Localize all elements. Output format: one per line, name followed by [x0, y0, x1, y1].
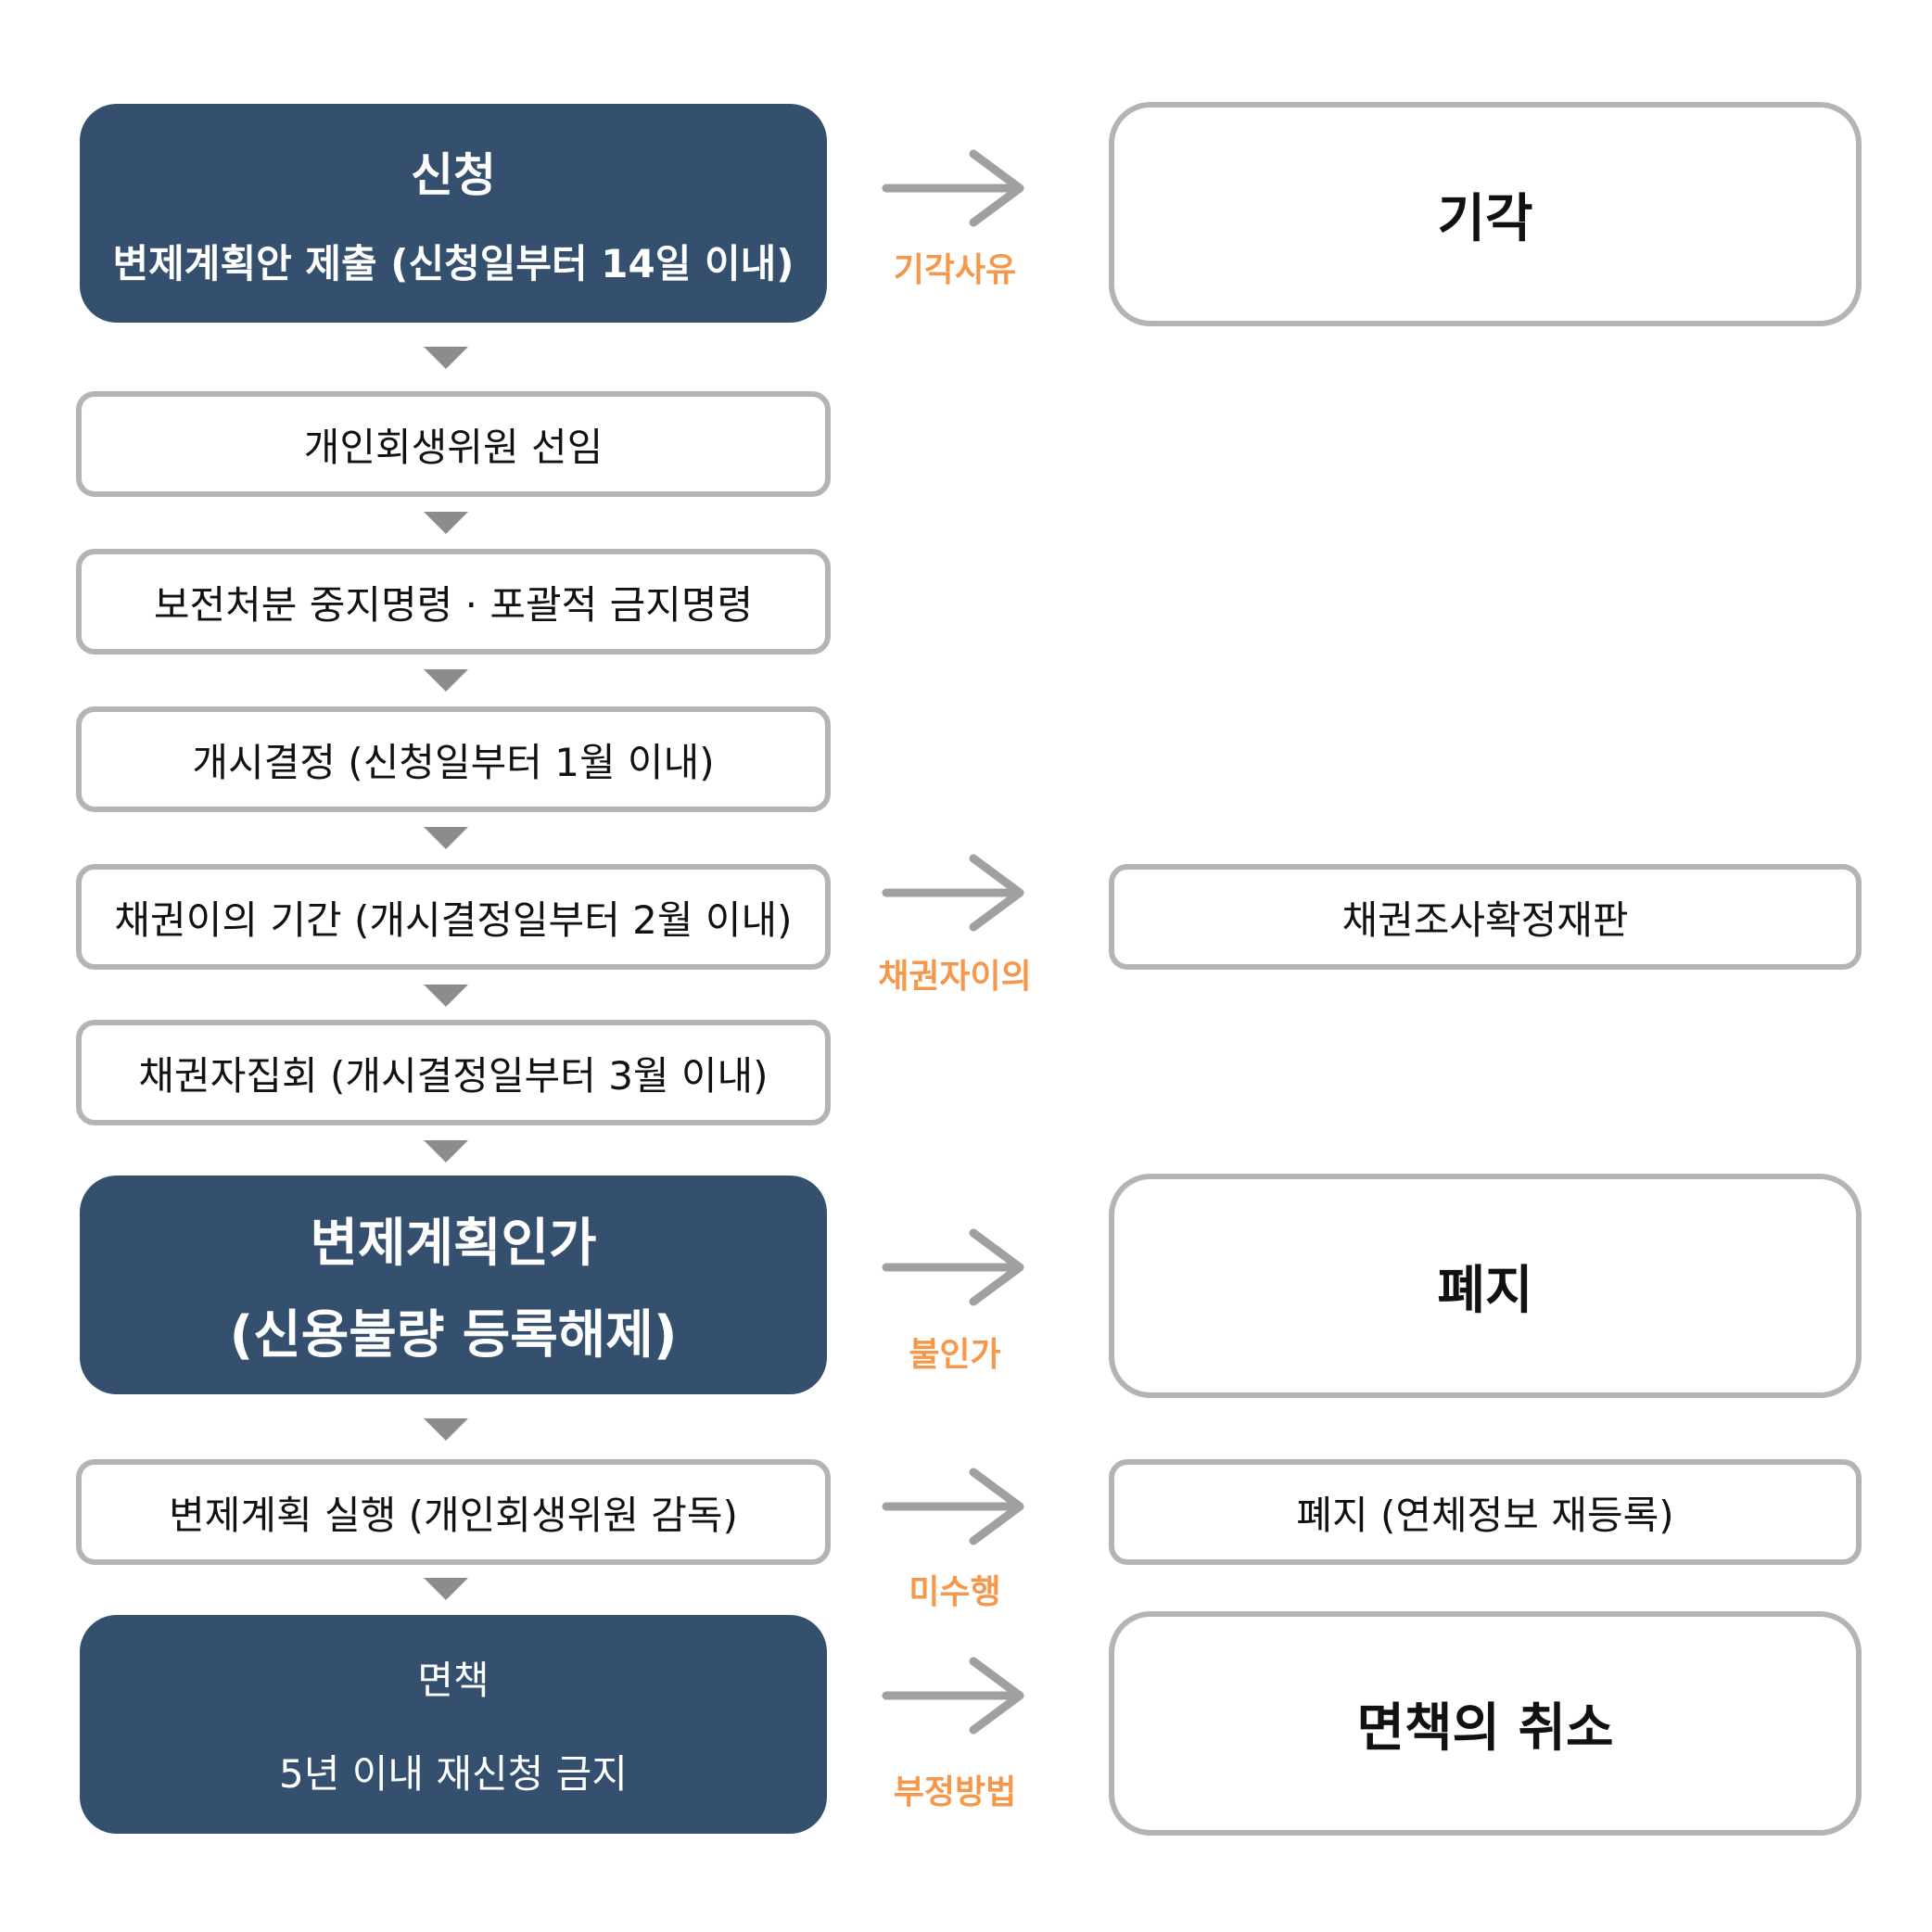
execute-text: 변제계획 실행 (개인회생위원 감독) — [169, 1492, 738, 1538]
apply-title: 신청 — [411, 147, 496, 202]
apply-subtitle: 변제계획안 제출 (신청일부터 14일 이내) — [112, 240, 794, 286]
dismissal-text: 기각 — [1437, 188, 1533, 249]
trustee-box: 개인회생위원 선임 — [76, 391, 831, 497]
discharge-cancel-text: 면책의 취소 — [1356, 1697, 1614, 1759]
commence-box: 개시결정 (신청일부터 1월 이내) — [76, 706, 831, 812]
right-arrow-icon — [882, 1228, 1024, 1306]
abolition-box: 폐지 — [1109, 1174, 1862, 1398]
discharge-box: 면책 5년 이내 재신청 금지 — [80, 1615, 827, 1834]
right-arrow-icon — [882, 149, 1024, 227]
approval-line1: 변제계획인가 — [310, 1214, 597, 1274]
execute-box: 변제계획 실행 (개인회생위원 감독) — [76, 1459, 831, 1565]
right-arrow-icon — [882, 1657, 1024, 1735]
label-not-performed: 미수행 — [909, 1573, 1001, 1611]
down-arrow-icon — [424, 347, 468, 369]
discharge-subtitle: 5년 이내 재신청 금지 — [279, 1751, 628, 1797]
down-arrow-icon — [424, 827, 468, 849]
orders-box: 보전처분 중지명령 · 포괄적 금지명령 — [76, 549, 831, 655]
apply-box: 신청 변제계획안 제출 (신청일부터 14일 이내) — [80, 104, 827, 323]
approval-box: 변제계획인가 (신용불량 등록해제) — [80, 1176, 827, 1394]
discharge-title: 면책 — [417, 1658, 489, 1703]
label-creditor-objection: 채권자이의 — [878, 958, 1032, 996]
down-arrow-icon — [424, 669, 468, 692]
down-arrow-icon — [424, 512, 468, 534]
claim-trial-box: 채권조사확정재판 — [1109, 864, 1862, 970]
trustee-text: 개인회생위원 선임 — [303, 424, 604, 470]
claim-trial-text: 채권조사확정재판 — [1341, 896, 1629, 943]
right-arrow-icon — [882, 1468, 1024, 1545]
abolition-text: 폐지 — [1437, 1260, 1533, 1321]
label-dismissal-reason: 기각사유 — [893, 251, 1017, 289]
discharge-cancel-box: 면책의 취소 — [1109, 1611, 1862, 1836]
right-arrow-icon — [882, 854, 1024, 932]
objection-period-box: 채권이의 기간 (개시결정일부터 2월 이내) — [76, 864, 831, 970]
abolition-reregister-text: 폐지 (연체정보 재등록) — [1296, 1492, 1674, 1538]
down-arrow-icon — [424, 985, 468, 1007]
down-arrow-icon — [424, 1418, 468, 1441]
dismissal-box: 기각 — [1109, 102, 1862, 326]
objection-period-text: 채권이의 기간 (개시결정일부터 2월 이내) — [114, 896, 793, 943]
creditor-meeting-text: 채권자집회 (개시결정일부터 3월 이내) — [138, 1052, 769, 1099]
down-arrow-icon — [424, 1140, 468, 1163]
down-arrow-icon — [424, 1578, 468, 1600]
creditor-meeting-box: 채권자집회 (개시결정일부터 3월 이내) — [76, 1020, 831, 1125]
commence-text: 개시결정 (신청일부터 1월 이내) — [192, 739, 715, 785]
orders-text: 보전처분 중지명령 · 포괄적 금지명령 — [153, 581, 754, 628]
label-fraud: 부정방법 — [893, 1773, 1017, 1811]
approval-line2: (신용불량 등록해제) — [229, 1305, 678, 1366]
label-not-approved: 불인가 — [909, 1336, 1001, 1374]
abolition-reregister-box: 폐지 (연체정보 재등록) — [1109, 1459, 1862, 1565]
